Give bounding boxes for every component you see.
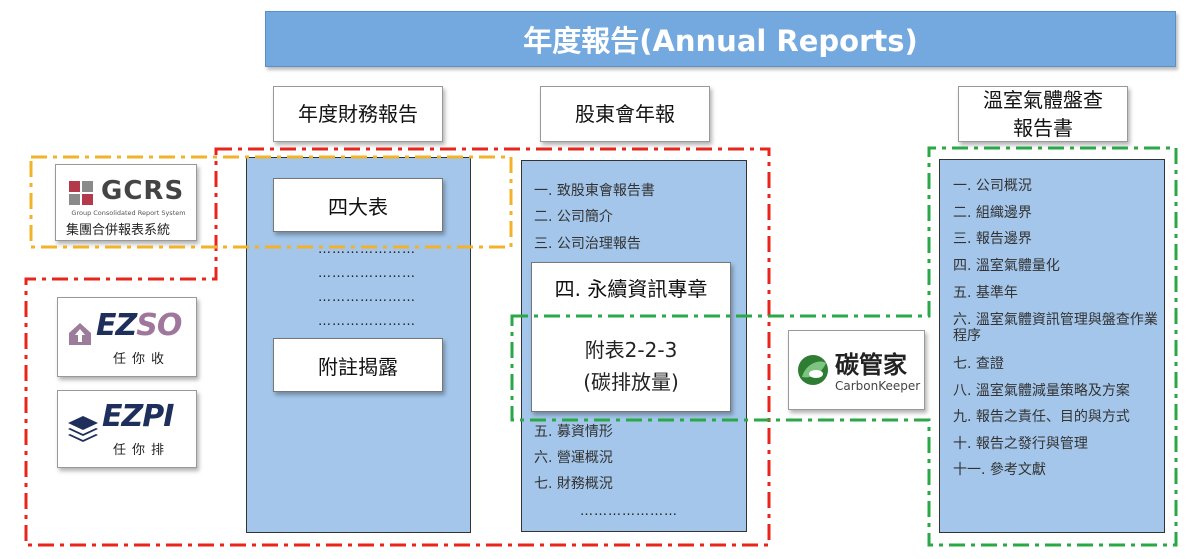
gcrs-name: GCRS (101, 176, 185, 206)
leaf-co2-icon (798, 355, 828, 385)
ezso-logo[interactable]: EZSO 任你收 (57, 297, 197, 377)
list-item: 八. 溫室氣體減量策略及方案 (953, 383, 1130, 399)
shareholder-report-header-label: 股東會年報 (575, 102, 675, 126)
ghg-report-header-line2: 報告書 (1013, 116, 1073, 140)
ezso-name-part-a: EZ (96, 308, 137, 343)
ezpi-name-part-a: EZ (102, 399, 143, 434)
appendix-line1: 附表2-2-3 (584, 338, 678, 362)
gcrs-chinese-name: 集團合併報表系統 (66, 223, 171, 238)
list-item: 十. 報告之發行與管理 (953, 436, 1088, 452)
list-item: 六. 營運概況 (534, 450, 613, 466)
ezpi-logo[interactable]: EZPI 任你排 (57, 390, 197, 468)
gcrs-subtitle: Group Consolidated Report System (71, 209, 186, 217)
list-item: 五. 募資情形 (534, 424, 613, 440)
financial-report-header-label: 年度財務報告 (298, 102, 418, 126)
notes-disclosure-label: 附註揭露 (318, 354, 398, 379)
list-item: 三. 報告邊界 (953, 231, 1032, 247)
ellipsis-line: ………………… (580, 504, 678, 519)
ellipsis-line: ………………… (318, 290, 416, 305)
financial-report-header: 年度財務報告 (273, 86, 443, 142)
list-item: 十一. 參考文獻 (953, 462, 1046, 478)
list-item: 五. 基準年 (953, 285, 1018, 301)
list-item: 二. 公司簡介 (534, 209, 613, 225)
house-upload-icon (69, 323, 91, 345)
ezpi-name: EZPI (102, 399, 174, 434)
list-item: 一. 致股東會報告書 (534, 183, 655, 199)
ezpi-name-part-b: PI (142, 399, 174, 434)
shareholder-report-header: 股東會年報 (540, 86, 710, 142)
list-item: 四. 溫室氣體量化 (953, 258, 1060, 274)
list-item: 一. 公司概況 (953, 178, 1032, 194)
ezso-name: EZSO (96, 308, 182, 343)
ezpi-chinese-name: 任你排 (113, 443, 171, 458)
carbonkeeper-chinese-name: 碳管家 (835, 351, 907, 379)
list-item: 七. 查證 (953, 356, 1004, 372)
page-title-banner: 年度報告(Annual Reports) (265, 11, 1176, 67)
ellipsis-line: ………………… (318, 266, 416, 281)
ellipsis-line: ………………… (318, 242, 416, 257)
gcrs-logo[interactable]: GCRS Group Consolidated Report System 集團… (55, 164, 197, 241)
notes-disclosure-box: 附註揭露 (273, 338, 443, 392)
four-statements-label: 四大表 (328, 194, 388, 219)
sustainability-chapter-label: 四. 永續資訊專章 (554, 277, 708, 301)
ezso-name-part-b: SO (136, 308, 182, 343)
ghg-report-header-line1: 溫室氣體盤查 (983, 88, 1103, 112)
appendix-carbon-emissions: 附表2-2-3 (碳排放量) (531, 334, 731, 398)
four-statements-box: 四大表 (273, 178, 443, 232)
list-item: 七. 財務概況 (534, 476, 613, 492)
ghg-report-header: 溫室氣體盤查 報告書 (958, 86, 1128, 142)
appendix-line2: (碳排放量) (583, 370, 679, 394)
ezso-chinese-name: 任你收 (113, 352, 171, 367)
list-item: 三. 公司治理報告 (534, 236, 641, 252)
list-item: 六. 溫室氣體資訊管理與盤查作業程序 (953, 312, 1158, 344)
page-title: 年度報告(Annual Reports) (523, 24, 918, 58)
carbonkeeper-logo[interactable]: 碳管家 CarbonKeeper (788, 330, 925, 410)
list-item: 二. 組織邊界 (953, 205, 1032, 221)
gcrs-mark-icon (69, 181, 93, 205)
carbonkeeper-english-name: CarbonKeeper (835, 379, 921, 393)
layers-icon (68, 416, 98, 442)
list-item: 九. 報告之責任、目的與方式 (953, 409, 1130, 425)
ellipsis-line: ………………… (318, 314, 416, 329)
